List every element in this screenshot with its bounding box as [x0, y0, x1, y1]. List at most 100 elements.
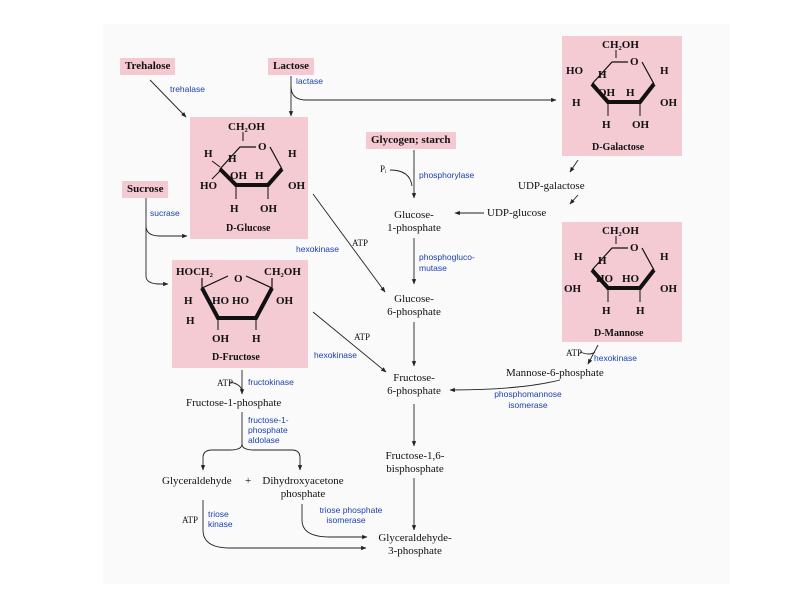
enzyme-sucrase: sucrase — [150, 208, 180, 218]
fructose-ch2oh: CH₂OH — [264, 266, 301, 278]
svg-text:H: H — [636, 305, 645, 317]
glucose-structure: CH₂OH O H H HO OH H H OH H OH D-Glucose — [190, 117, 308, 239]
svg-text:H: H — [602, 305, 611, 317]
arrow-fructose-f6p — [312, 311, 387, 373]
arrow-trehalose-glucose — [149, 79, 187, 118]
arrow-pi — [389, 169, 413, 187]
atp-fructokinase: ATP — [217, 378, 234, 388]
udp-galactose: UDP-galactose — [518, 180, 585, 192]
arrow-sucrose-fructose — [145, 226, 169, 287]
svg-text:H: H — [660, 65, 669, 77]
svg-text:O: O — [630, 56, 639, 68]
svg-text:H: H — [230, 203, 239, 215]
enzyme-fructokinase: fructokinase — [248, 377, 294, 387]
fructose-structure: HOCH₂ CH₂OH O H HO HO OH H OH H D-Fructo… — [172, 260, 308, 368]
glucose-1-phosphate-l1: Glucose- — [394, 209, 434, 221]
mannose-structure: CH₂OH O H H OH HO HO H OH H H D-Mannose — [562, 222, 682, 342]
fructose-1-phosphate: Fructose-1-phosphate — [186, 397, 282, 409]
arrow-lactose-galactose — [290, 85, 557, 103]
svg-text:H: H — [255, 170, 264, 182]
enzyme-tpi-1: triose phosphate — [319, 505, 383, 515]
glucose-ch2oh: CH₂OH — [228, 121, 265, 133]
svg-text:HO: HO — [596, 273, 614, 285]
atp-hexokinase-mannose: ATP — [566, 348, 583, 358]
enzyme-triose-kinase-1: triose — [208, 509, 229, 519]
glycogen-starch-label: Glycogen; starch — [366, 132, 456, 149]
arrow-split-glyceraldehyde — [200, 443, 243, 471]
svg-text:H: H — [598, 255, 607, 267]
glyceraldehyde: Glyceraldehyde — [162, 475, 232, 487]
glyceraldehyde-3-phosphate-l2: 3-phosphate — [388, 545, 442, 557]
atp-hexokinase-glucose: ATP — [352, 238, 369, 248]
svg-text:H: H — [204, 148, 213, 160]
svg-text:H: H — [598, 69, 607, 81]
svg-text:O: O — [258, 141, 267, 153]
glucose-1-phosphate-l2: 1-phosphate — [387, 222, 441, 234]
svg-text:O: O — [234, 273, 243, 285]
svg-text:OH: OH — [598, 87, 616, 99]
arrow-dhap-g3p — [301, 504, 368, 540]
dhap-l2: phosphate — [280, 488, 326, 500]
fructose-6-phosphate-l2: 6-phosphate — [387, 385, 441, 397]
enzyme-phosphoglucomutase-1: phosphogluco- — [419, 252, 475, 262]
svg-text:H: H — [186, 315, 195, 327]
svg-text:OH: OH — [564, 283, 582, 295]
fructose-hoch2: HOCH₂ — [176, 266, 214, 278]
enzyme-trehalase: trehalase — [170, 84, 205, 94]
svg-text:HO: HO — [622, 273, 640, 285]
galactose-name: D-Galactose — [592, 142, 645, 153]
mannose-name: D-Mannose — [594, 328, 644, 339]
svg-text:H: H — [660, 251, 669, 263]
enzyme-hexokinase-fructose: hexokinase — [314, 350, 358, 360]
svg-text:H: H — [184, 295, 193, 307]
svg-text:OH: OH — [230, 170, 248, 182]
enzyme-aldolase-2: phosphate — [248, 425, 288, 435]
plus-sign: + — [245, 475, 252, 487]
galactose-structure: CH₂OH O HO H H OH H H OH H OH D-Galactos… — [562, 36, 682, 156]
lactose-label: Lactose — [268, 58, 315, 75]
sucrose-label: Sucrose — [122, 181, 169, 198]
svg-text:OH: OH — [660, 97, 678, 109]
atp-hexokinase-fructose: ATP — [354, 332, 371, 342]
enzyme-hexokinase-glucose: hexokinase — [296, 244, 340, 254]
svg-text:OH: OH — [632, 119, 650, 131]
enzyme-triose-kinase-2: kinase — [208, 519, 233, 529]
fructose-name: D-Fructose — [212, 352, 260, 363]
svg-text:H: H — [288, 148, 297, 160]
enzyme-hexokinase-mannose: hexokinase — [594, 353, 638, 363]
glucose-name: D-Glucose — [226, 223, 271, 234]
glyceraldehyde-3-phosphate-l1: Glyceraldehyde- — [378, 532, 452, 544]
trehalose-label: Trehalose — [120, 58, 176, 75]
svg-text:O: O — [630, 242, 639, 254]
atp-curl-mannose — [579, 351, 596, 355]
svg-text:H: H — [228, 153, 237, 165]
svg-text:HO: HO — [200, 180, 218, 192]
enzyme-pmi-1: phosphomannose — [494, 389, 562, 399]
enzyme-aldolase-3: aldolase — [248, 435, 280, 445]
mannose-6-phosphate: Mannose-6-phosphate — [506, 367, 604, 379]
svg-text:HO: HO — [212, 295, 230, 307]
svg-text:OH: OH — [288, 180, 306, 192]
glucose-6-phosphate-l1: Glucose- — [394, 293, 434, 305]
dhap-l1: Dihydroxyacetone — [262, 475, 344, 487]
arrow-split-dhap — [241, 443, 303, 471]
glucose-6-phosphate-l2: 6-phosphate — [387, 306, 441, 318]
enzyme-phosphoglucomutase-2: mutase — [419, 263, 447, 273]
atp-curl-fructokinase — [229, 381, 243, 391]
svg-text:OH: OH — [276, 295, 294, 307]
svg-text:HO: HO — [566, 65, 584, 77]
enzyme-tpi-2: isomerase — [326, 515, 366, 525]
enzyme-phosphorylase: phosphorylase — [419, 170, 475, 180]
arrow-galactose-udpgal — [569, 159, 579, 173]
udp-glucose: UDP-glucose — [487, 207, 547, 219]
atp-triose-kinase: ATP — [182, 515, 199, 525]
arrow-glucose-g6p — [312, 193, 386, 293]
mannose-ch2oh: CH₂OH — [602, 225, 639, 237]
fructose-16-bisphosphate-l2: bisphosphate — [386, 463, 444, 475]
enzyme-pmi-2: isomerase — [508, 400, 548, 410]
fructose-16-bisphosphate-l1: Fructose-1,6- — [385, 450, 445, 462]
arrow-mannose-m6p — [587, 344, 599, 365]
enzyme-lactase: lactase — [296, 76, 323, 86]
